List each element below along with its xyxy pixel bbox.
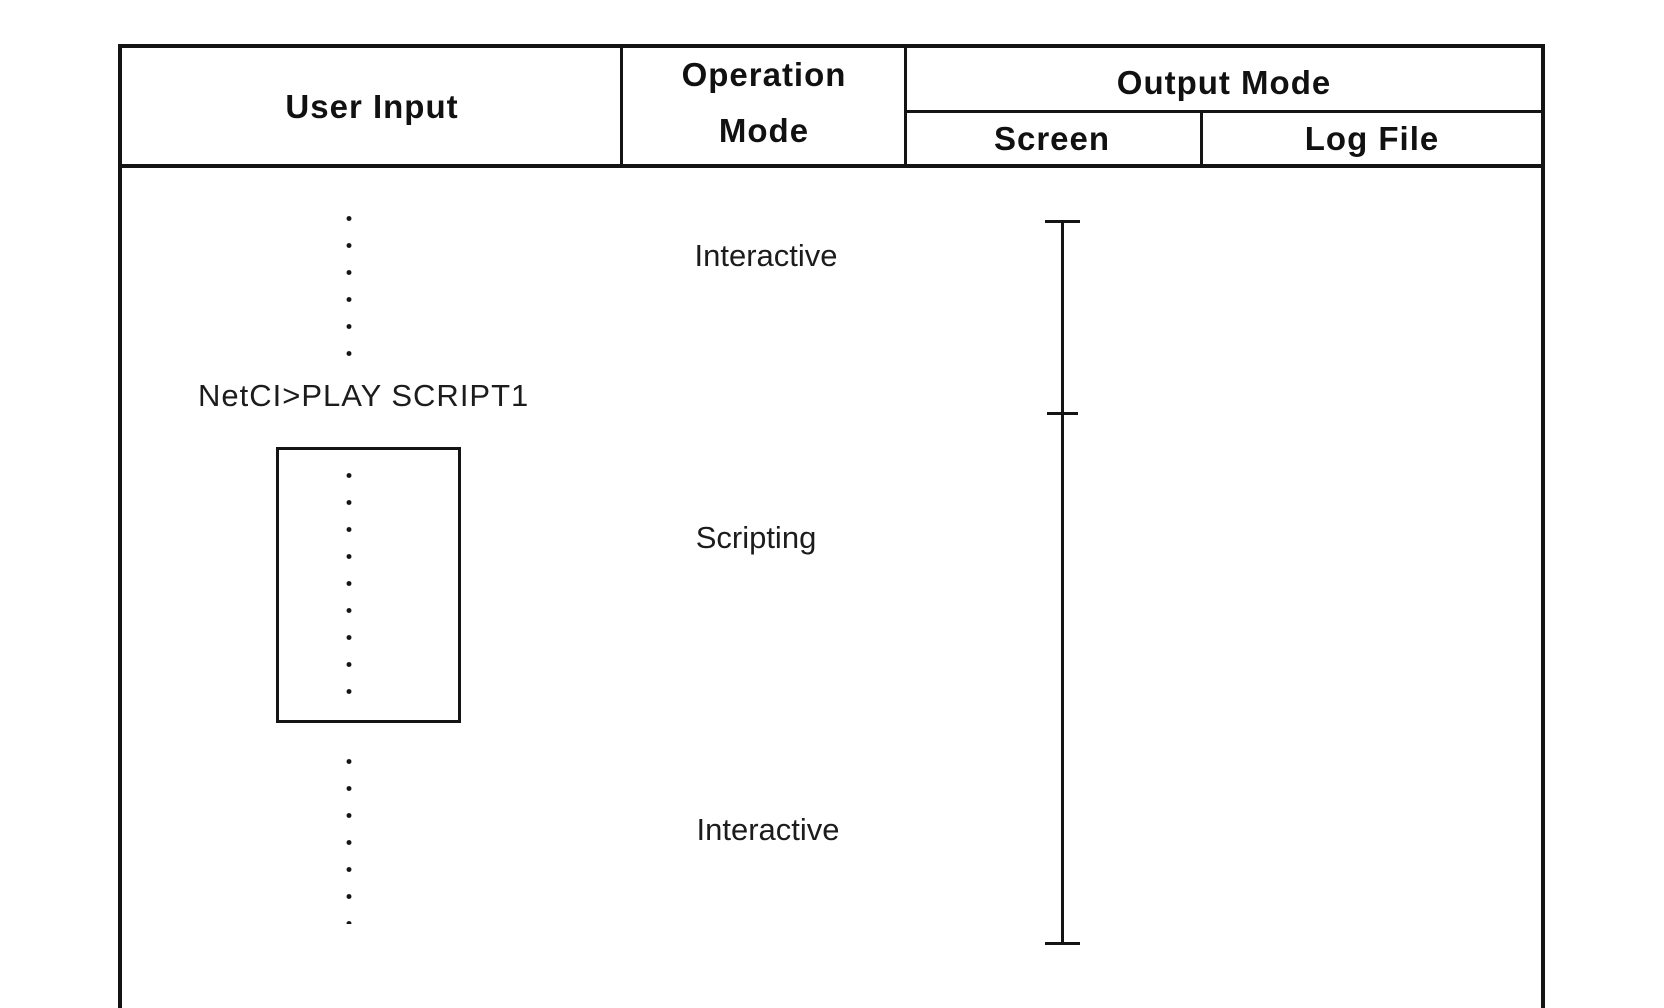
screen-output-span-tick-bottom — [1045, 942, 1080, 945]
dotted-flow-line-top — [346, 205, 352, 357]
header-screen: Screen — [993, 120, 1111, 157]
script-input-box — [276, 447, 461, 723]
screen-output-span-line — [1061, 222, 1064, 945]
operation-mode-interactive-top: Interactive — [694, 238, 838, 273]
header-bottom-border — [118, 164, 1545, 168]
divider-operation-output — [904, 44, 907, 168]
operation-mode-scripting: Scripting — [695, 520, 817, 555]
header-output-mode: Output Mode — [1116, 64, 1332, 101]
divider-userinput-operation — [620, 44, 623, 168]
table-left-border — [118, 44, 122, 1008]
play-script-command: NetCI>PLAY SCRIPT1 — [198, 378, 530, 413]
screen-output-span-tick-middle — [1047, 412, 1078, 415]
header-operation-mode-line2: Mode — [718, 112, 810, 149]
header-user-input: User Input — [285, 88, 459, 125]
screen-output-span-tick-top — [1045, 220, 1080, 223]
divider-screen-logfile — [1200, 110, 1203, 168]
table-right-border — [1541, 44, 1545, 1008]
table-top-border — [118, 44, 1545, 48]
output-mode-underline — [904, 110, 1545, 113]
dotted-flow-line-bottom — [346, 748, 352, 924]
header-operation-mode-line1: Operation — [681, 56, 847, 93]
header-log-file: Log File — [1304, 120, 1440, 157]
dotted-flow-line-inside-box — [346, 462, 352, 708]
operation-mode-interactive-bottom: Interactive — [696, 812, 840, 847]
